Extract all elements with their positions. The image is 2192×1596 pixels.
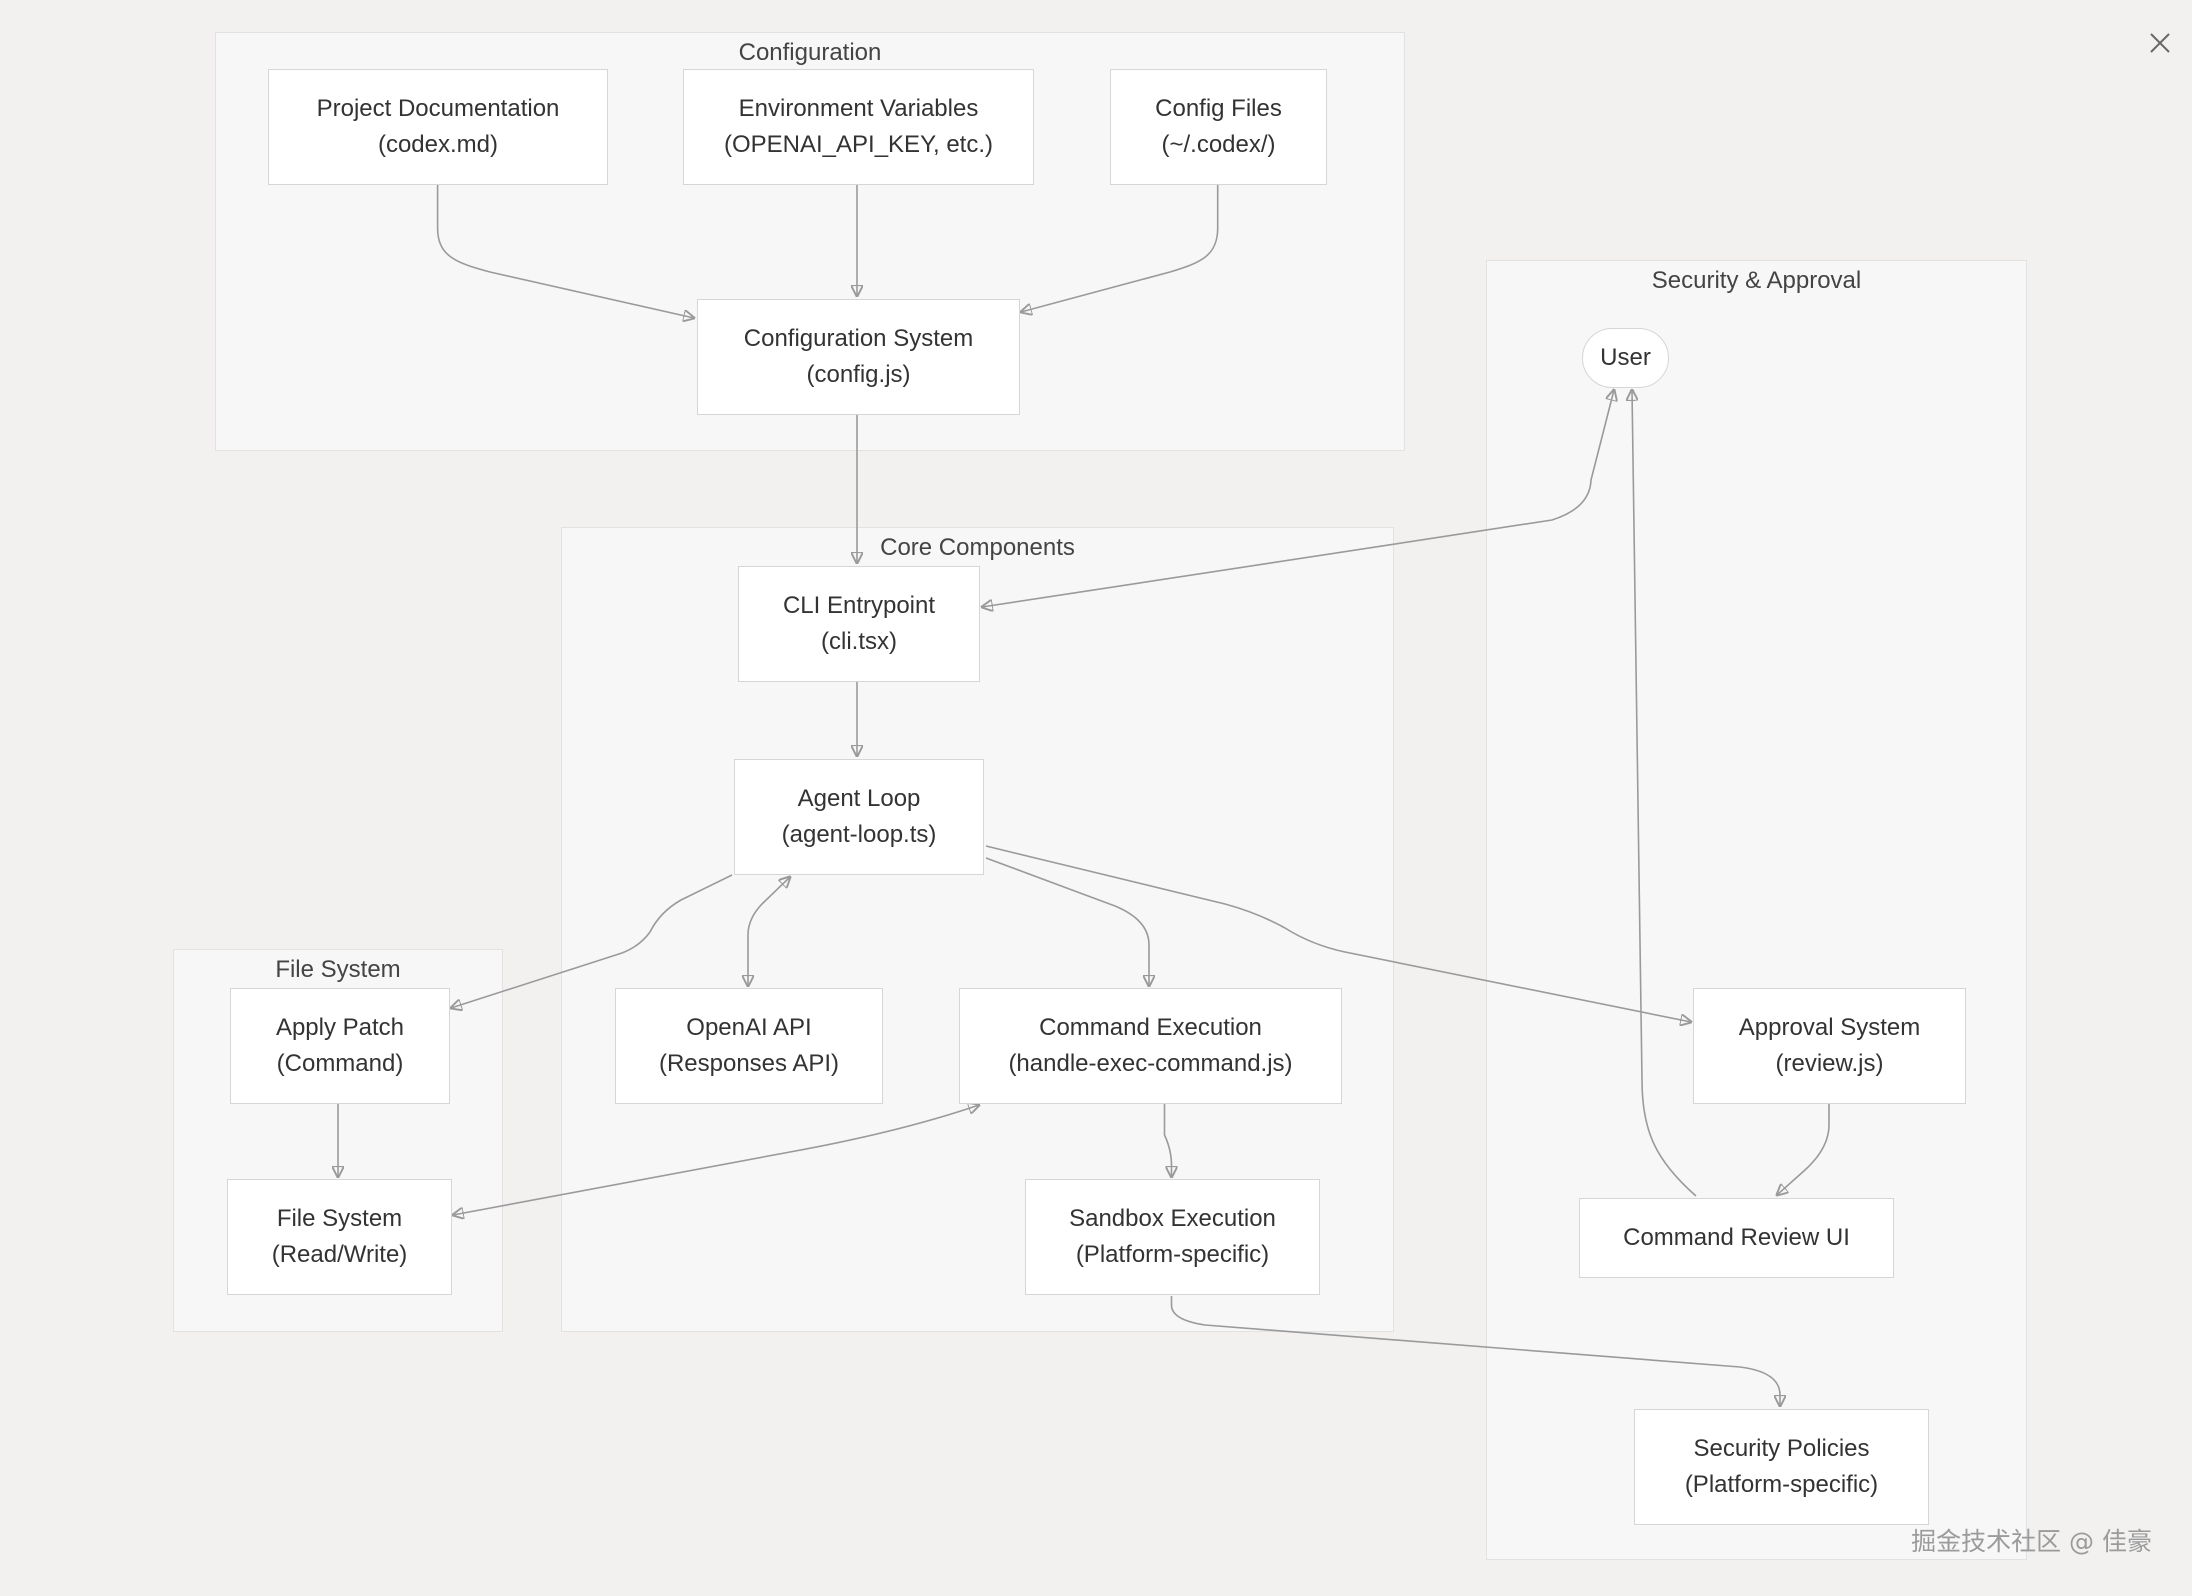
node-title: CLI Entrypoint [782,592,936,619]
node-subtitle: (config.js) [806,361,911,388]
node-subtitle: (review.js) [1775,1050,1884,1077]
node-openai-api: OpenAI API (Responses API) [615,988,883,1104]
node-title: Apply Patch [275,1014,405,1041]
node-title: Approval System [1738,1014,1921,1041]
node-command-execution: Command Execution (handle-exec-command.j… [959,988,1342,1104]
group-configuration: Configuration Project Documentation (cod… [215,32,1405,451]
node-title: OpenAI API [686,1014,812,1041]
node-cli-entrypoint: CLI Entrypoint (cli.tsx) [738,566,980,682]
group-label: Security & Approval [1651,267,1862,294]
group-label: File System [275,956,401,983]
group-security-approval: Security & Approval User Approval System… [1486,260,2027,1560]
node-subtitle: (cli.tsx) [821,628,897,655]
node-sandbox-execution: Sandbox Execution (Platform-specific) [1025,1179,1320,1295]
node-title: Command Execution [1039,1014,1262,1041]
node-subtitle: (Platform-specific) [1075,1241,1270,1268]
node-agent-loop: Agent Loop (agent-loop.ts) [734,759,984,875]
node-config-files: Config Files (~/.codex/) [1110,69,1327,185]
node-approval-system: Approval System (review.js) [1693,988,1966,1104]
group-label: Core Components [880,534,1075,561]
close-icon [2150,33,2170,53]
node-subtitle: (Platform-specific) [1684,1471,1879,1498]
node-title: Environment Variables [738,95,979,122]
node-title: Configuration System [743,325,974,352]
node-subtitle: (handle-exec-command.js) [1008,1050,1293,1077]
node-subtitle: (~/.codex/) [1161,131,1276,158]
node-security-policies: Security Policies (Platform-specific) [1634,1409,1929,1525]
node-subtitle: (Read/Write) [271,1241,408,1268]
node-subtitle: (agent-loop.ts) [781,821,937,848]
group-core-components: Core Components CLI Entrypoint (cli.tsx)… [561,527,1394,1332]
node-title: Project Documentation [316,95,560,122]
node-subtitle: (OPENAI_API_KEY, etc.) [723,131,993,158]
node-environment-variables: Environment Variables (OPENAI_API_KEY, e… [683,69,1034,185]
node-title: File System [276,1205,403,1232]
node-subtitle: (codex.md) [377,131,499,158]
group-label: Configuration [738,39,882,66]
node-title: Command Review UI [1623,1224,1850,1251]
node-project-documentation: Project Documentation (codex.md) [268,69,608,185]
node-title: Config Files [1155,95,1282,122]
group-file-system: File System Apply Patch (Command) File S… [173,949,503,1332]
node-user: User [1582,328,1669,388]
watermark: 掘金技术社区 @ 佳豪 [1911,1527,2152,1556]
node-file-system-read-write: File System (Read/Write) [227,1179,452,1295]
node-apply-patch: Apply Patch (Command) [230,988,450,1104]
node-configuration-system: Configuration System (config.js) [697,299,1020,415]
node-command-review-ui: Command Review UI [1579,1198,1894,1278]
node-title: Sandbox Execution [1069,1205,1276,1232]
node-title: Agent Loop [797,785,921,812]
node-subtitle: (Responses API) [658,1050,840,1077]
node-subtitle: (Command) [276,1050,404,1077]
node-title: User [1600,344,1651,371]
node-title: Security Policies [1693,1435,1870,1462]
close-button[interactable] [2146,29,2174,57]
